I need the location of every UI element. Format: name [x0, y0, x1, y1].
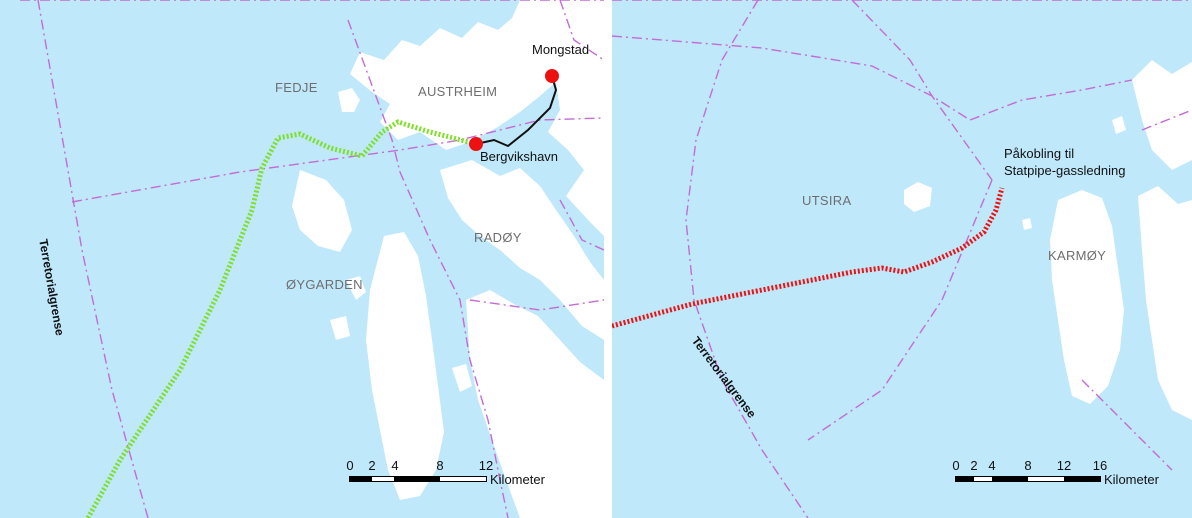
- island-utsira: [904, 182, 932, 212]
- connection-annotation-line1: Påkobling til: [1004, 146, 1075, 161]
- land-masses: [292, 0, 604, 518]
- region-label-fedje: FEDJE: [275, 80, 318, 95]
- place-label-mongstad: Mongstad: [532, 42, 590, 57]
- island-karmoy: [1050, 190, 1124, 404]
- scale-tick: 2: [368, 458, 376, 473]
- island-small-2: [330, 316, 350, 340]
- district-boundary-3: [969, 79, 1133, 121]
- district-boundary-5: [559, 199, 604, 251]
- territorial-boundary: [685, 0, 809, 518]
- map-panel-left[interactable]: Mongstad Bergvikshavn FEDJE AUSTRHEIM RA…: [0, 0, 604, 518]
- connection-annotation-line2: Statpipe-gassledning: [1004, 163, 1126, 178]
- region-label-utsira: UTSIRA: [802, 193, 852, 208]
- map-canvas-left: [0, 0, 604, 518]
- scale-tick: 12: [1056, 458, 1072, 473]
- district-boundary-6: [559, 0, 604, 61]
- scale-tick: 4: [391, 458, 399, 473]
- district-boundary-1: [71, 117, 604, 203]
- mainland-south: [466, 290, 604, 518]
- land-masses: [904, 60, 1192, 420]
- scale-bar-right: 0 2 4 8 12 16 Kilometer: [946, 458, 1186, 488]
- offshore-pipeline-route: [612, 187, 1005, 329]
- marker-bergvikshavn: [469, 137, 483, 151]
- scale-bar-graphic: [349, 476, 487, 482]
- offshore-pipeline-route: [85, 119, 477, 518]
- scale-tick: 2: [970, 458, 978, 473]
- boundary-lines: [612, 0, 1192, 518]
- region-label-radoy: RADØY: [474, 230, 522, 245]
- scale-unit-label: Kilometer: [490, 472, 545, 487]
- islet-1: [1022, 218, 1032, 230]
- map-canvas-right: [612, 0, 1192, 518]
- region-label-austrheim: AUSTRHEIM: [418, 84, 498, 99]
- scale-tick: 12: [478, 458, 494, 473]
- district-boundary-7: [1141, 109, 1192, 131]
- island-oygarden-north: [292, 170, 352, 252]
- district-boundary-4: [469, 299, 604, 311]
- scale-tick: 16: [1092, 458, 1108, 473]
- district-boundary-5: [1081, 379, 1173, 471]
- scale-tick: 8: [1024, 458, 1032, 473]
- marker-mongstad: [545, 69, 559, 83]
- region-label-oygarden: ØYGARDEN: [286, 277, 363, 292]
- district-boundary-1: [612, 35, 971, 121]
- scale-bar-graphic: [955, 476, 1101, 482]
- islet-2: [1112, 116, 1126, 134]
- scale-tick: 0: [346, 458, 354, 473]
- district-boundary-4: [807, 179, 993, 441]
- scale-bar-left: 0 2 4 8 12 Kilometer: [340, 458, 560, 488]
- scale-tick: 4: [988, 458, 996, 473]
- mainland-east: [350, 0, 604, 236]
- place-label-bergvikshavn: Bergvikshavn: [480, 149, 559, 164]
- mainland-east: [1138, 186, 1192, 420]
- district-boundary-2: [347, 19, 509, 518]
- island-radoy: [440, 160, 604, 340]
- scale-tick: 8: [436, 458, 444, 473]
- island-oygarden: [366, 232, 444, 500]
- scale-unit-label: Kilometer: [1104, 472, 1159, 487]
- map-panel-right[interactable]: Påkobling til Statpipe-gassledning UTSIR…: [612, 0, 1192, 518]
- island-fedje: [338, 88, 360, 112]
- boundary-lines: [20, 0, 604, 518]
- onshore-pipeline-route: [475, 75, 558, 148]
- island-small-1: [346, 276, 366, 300]
- territorial-boundary: [37, 0, 149, 518]
- district-boundary-2: [851, 0, 993, 181]
- mainland-north: [1132, 60, 1192, 170]
- region-label-karmoy: KARMØY: [1048, 248, 1107, 263]
- scale-tick: 0: [952, 458, 960, 473]
- island-small-3: [452, 364, 472, 392]
